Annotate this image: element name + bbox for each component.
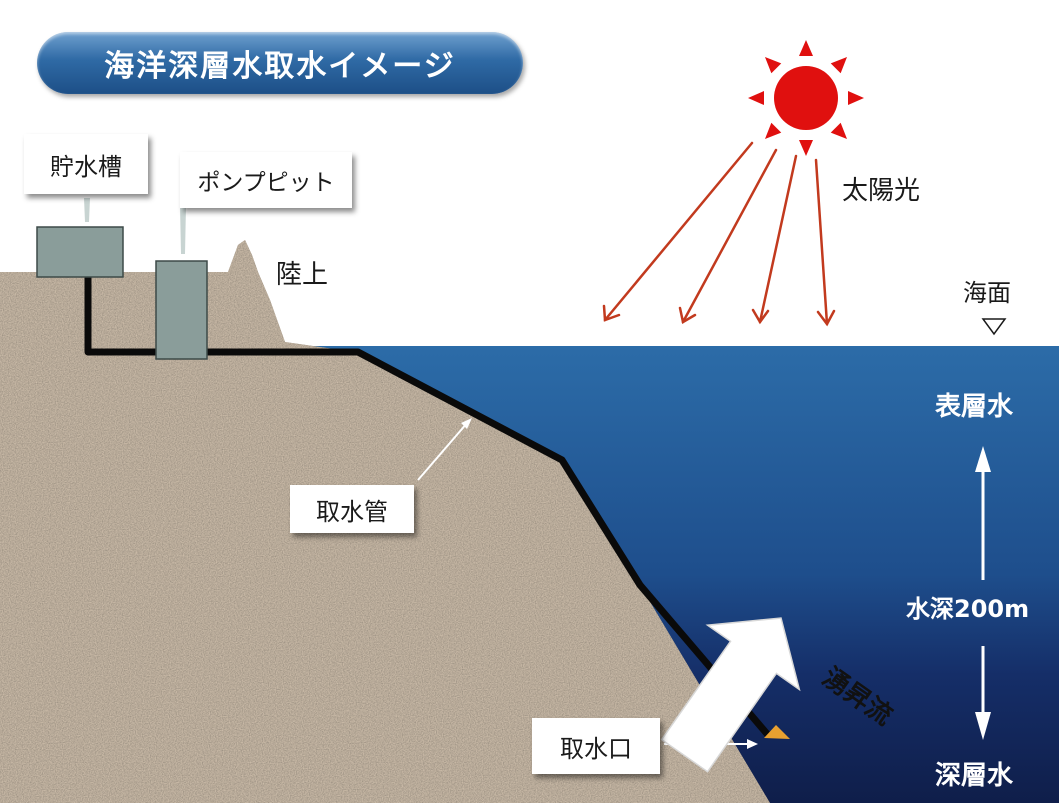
sunlight-ray-head (678, 306, 697, 324)
sunlight-ray-head (602, 304, 621, 322)
surface-water-label: 表層水 (935, 392, 1014, 422)
intake-pipe (84, 274, 771, 738)
sunlight-rays (602, 141, 836, 327)
downward-arrow-icon (975, 646, 991, 740)
intake-pipe-label: 取水管 (290, 485, 414, 533)
depth-label: 水深200m (906, 595, 1030, 623)
intake-port-marker (764, 725, 790, 739)
page-title: 海洋深層水取水イメージ (37, 32, 523, 94)
storage-tank (36, 226, 124, 278)
sunlight-ray-head (751, 308, 770, 325)
pump-pit-pointer (180, 206, 186, 254)
sea-level-triangle-icon (981, 318, 1007, 336)
pump-pit-label: ポンプピット (180, 152, 352, 208)
sunlight-ray (814, 158, 829, 326)
land-label: 陸上 (276, 260, 329, 290)
intake-pipe-pointer-head (461, 418, 472, 429)
intake-pipe-pointer (417, 421, 469, 481)
sunlight-label: 太陽光 (842, 176, 921, 206)
sunlight-ray (758, 154, 798, 324)
sunlight-ray-head (816, 309, 836, 327)
upward-arrow-icon (975, 446, 991, 580)
sunlight-ray (681, 148, 778, 324)
pump-pit (155, 260, 208, 360)
intake-port-label: 取水口 (532, 718, 660, 774)
storage-tank-pointer (84, 198, 90, 222)
sunlight-ray (603, 141, 754, 322)
deep-water-label: 深層水 (935, 761, 1014, 791)
upwelling-arrow-icon (660, 617, 801, 773)
storage-tank-label: 貯水槽 (24, 134, 148, 194)
sun-icon (748, 40, 864, 156)
sea-surface-label: 海面 (963, 279, 1011, 307)
intake-port-pointer-head (747, 739, 758, 749)
